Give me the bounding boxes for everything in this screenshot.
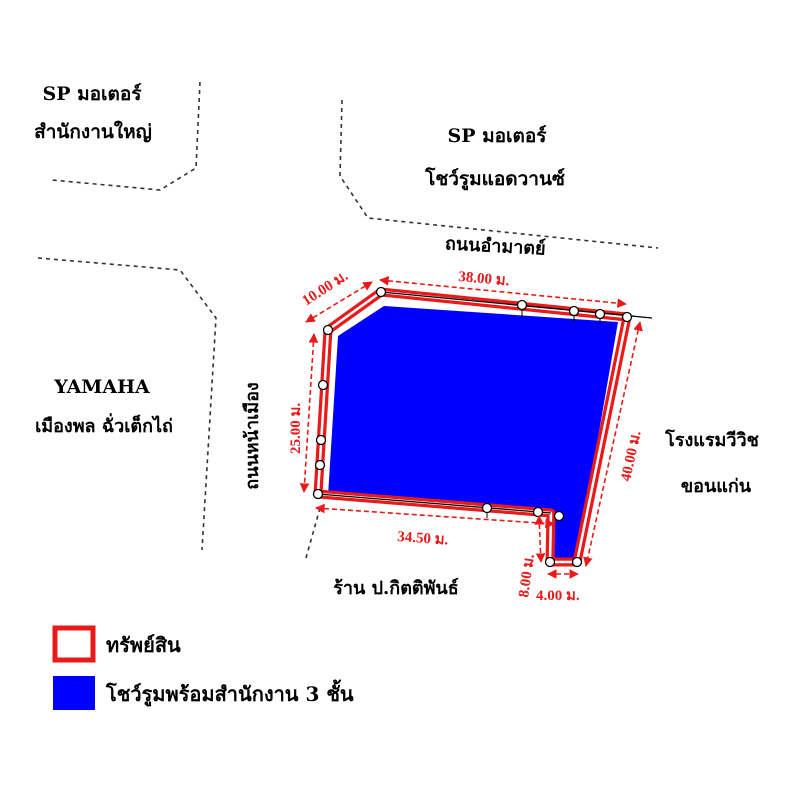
label-yamaha-2: เมืองพล ฉั่วเต็กไถ่ — [35, 413, 173, 437]
dim-arrow-top-left — [305, 281, 373, 323]
label-shop: ร้าน ป.กิตติพันธ์ — [333, 577, 458, 599]
boundary-post — [375, 286, 387, 298]
label-sp-motor-showroom-2: โชว์รูมแอดวานซ์ — [424, 167, 565, 191]
road-line-hq — [51, 81, 201, 191]
boundary-post — [532, 506, 544, 518]
boundary-post — [312, 488, 324, 500]
label-sp-motor-hq-2: สำนักงานใหญ่ — [34, 120, 152, 143]
label-hotel-1: โรงแรมวีวิช — [664, 429, 759, 451]
dim-label-bottom: 34.50 ม. — [397, 529, 449, 549]
label-sp-motor-hq-1: SP มอเตอร์ — [42, 83, 142, 105]
boundary-post — [481, 502, 493, 518]
dim-label-notch-width: 4.00 ม. — [536, 588, 580, 604]
road-line-west — [305, 507, 321, 559]
dim-label-top-left: 10.00 ม. — [299, 268, 351, 309]
dim-label-top: 38.00 ม. — [458, 269, 511, 289]
label-yamaha-1: YAMAHA — [53, 376, 150, 398]
label-road-na-mueang: ถนนหน้าเมือง — [242, 382, 263, 489]
dimension-arrows — [299, 276, 643, 579]
road-line-showroom — [339, 99, 659, 249]
boundary-post — [571, 556, 583, 568]
boundary-post — [544, 556, 556, 568]
road-line-yamaha — [37, 257, 217, 551]
label-sp-motor-showroom-1: SP มอเตอร์ — [447, 125, 547, 147]
boundary-post — [314, 459, 326, 471]
dim-label-right: 40.00 ม. — [618, 429, 644, 483]
dim-arrow-top — [379, 276, 627, 308]
label-hotel-2: ขอนแก่น — [681, 476, 752, 497]
legend-swatch-property — [52, 625, 96, 663]
label-road-ammat: ถนนอำมาตย์ — [444, 232, 546, 259]
boundary-post — [322, 324, 334, 336]
legend-label-building: โชว์รูมพร้อมสำนักงาน 3 ชั้น — [105, 679, 354, 708]
boundary-post — [317, 379, 329, 391]
boundary-posts — [312, 286, 633, 568]
legend-swatch-building — [53, 676, 95, 710]
building-shape — [328, 306, 618, 565]
dim-arrow-left — [299, 333, 319, 493]
boundary-post — [621, 311, 633, 323]
boundary-post — [315, 434, 327, 446]
legend: ทรัพย์สิน โชว์รูมพร้อมสำนักงาน 3 ชั้น — [52, 625, 354, 710]
dim-label-left: 25.00 ม. — [288, 403, 304, 454]
dim-label-notch-height: 8.00 ม. — [516, 553, 538, 599]
boundary-post — [553, 510, 565, 522]
legend-label-property: ทรัพย์สิน — [106, 633, 181, 657]
dim-arrow-right — [583, 321, 643, 567]
